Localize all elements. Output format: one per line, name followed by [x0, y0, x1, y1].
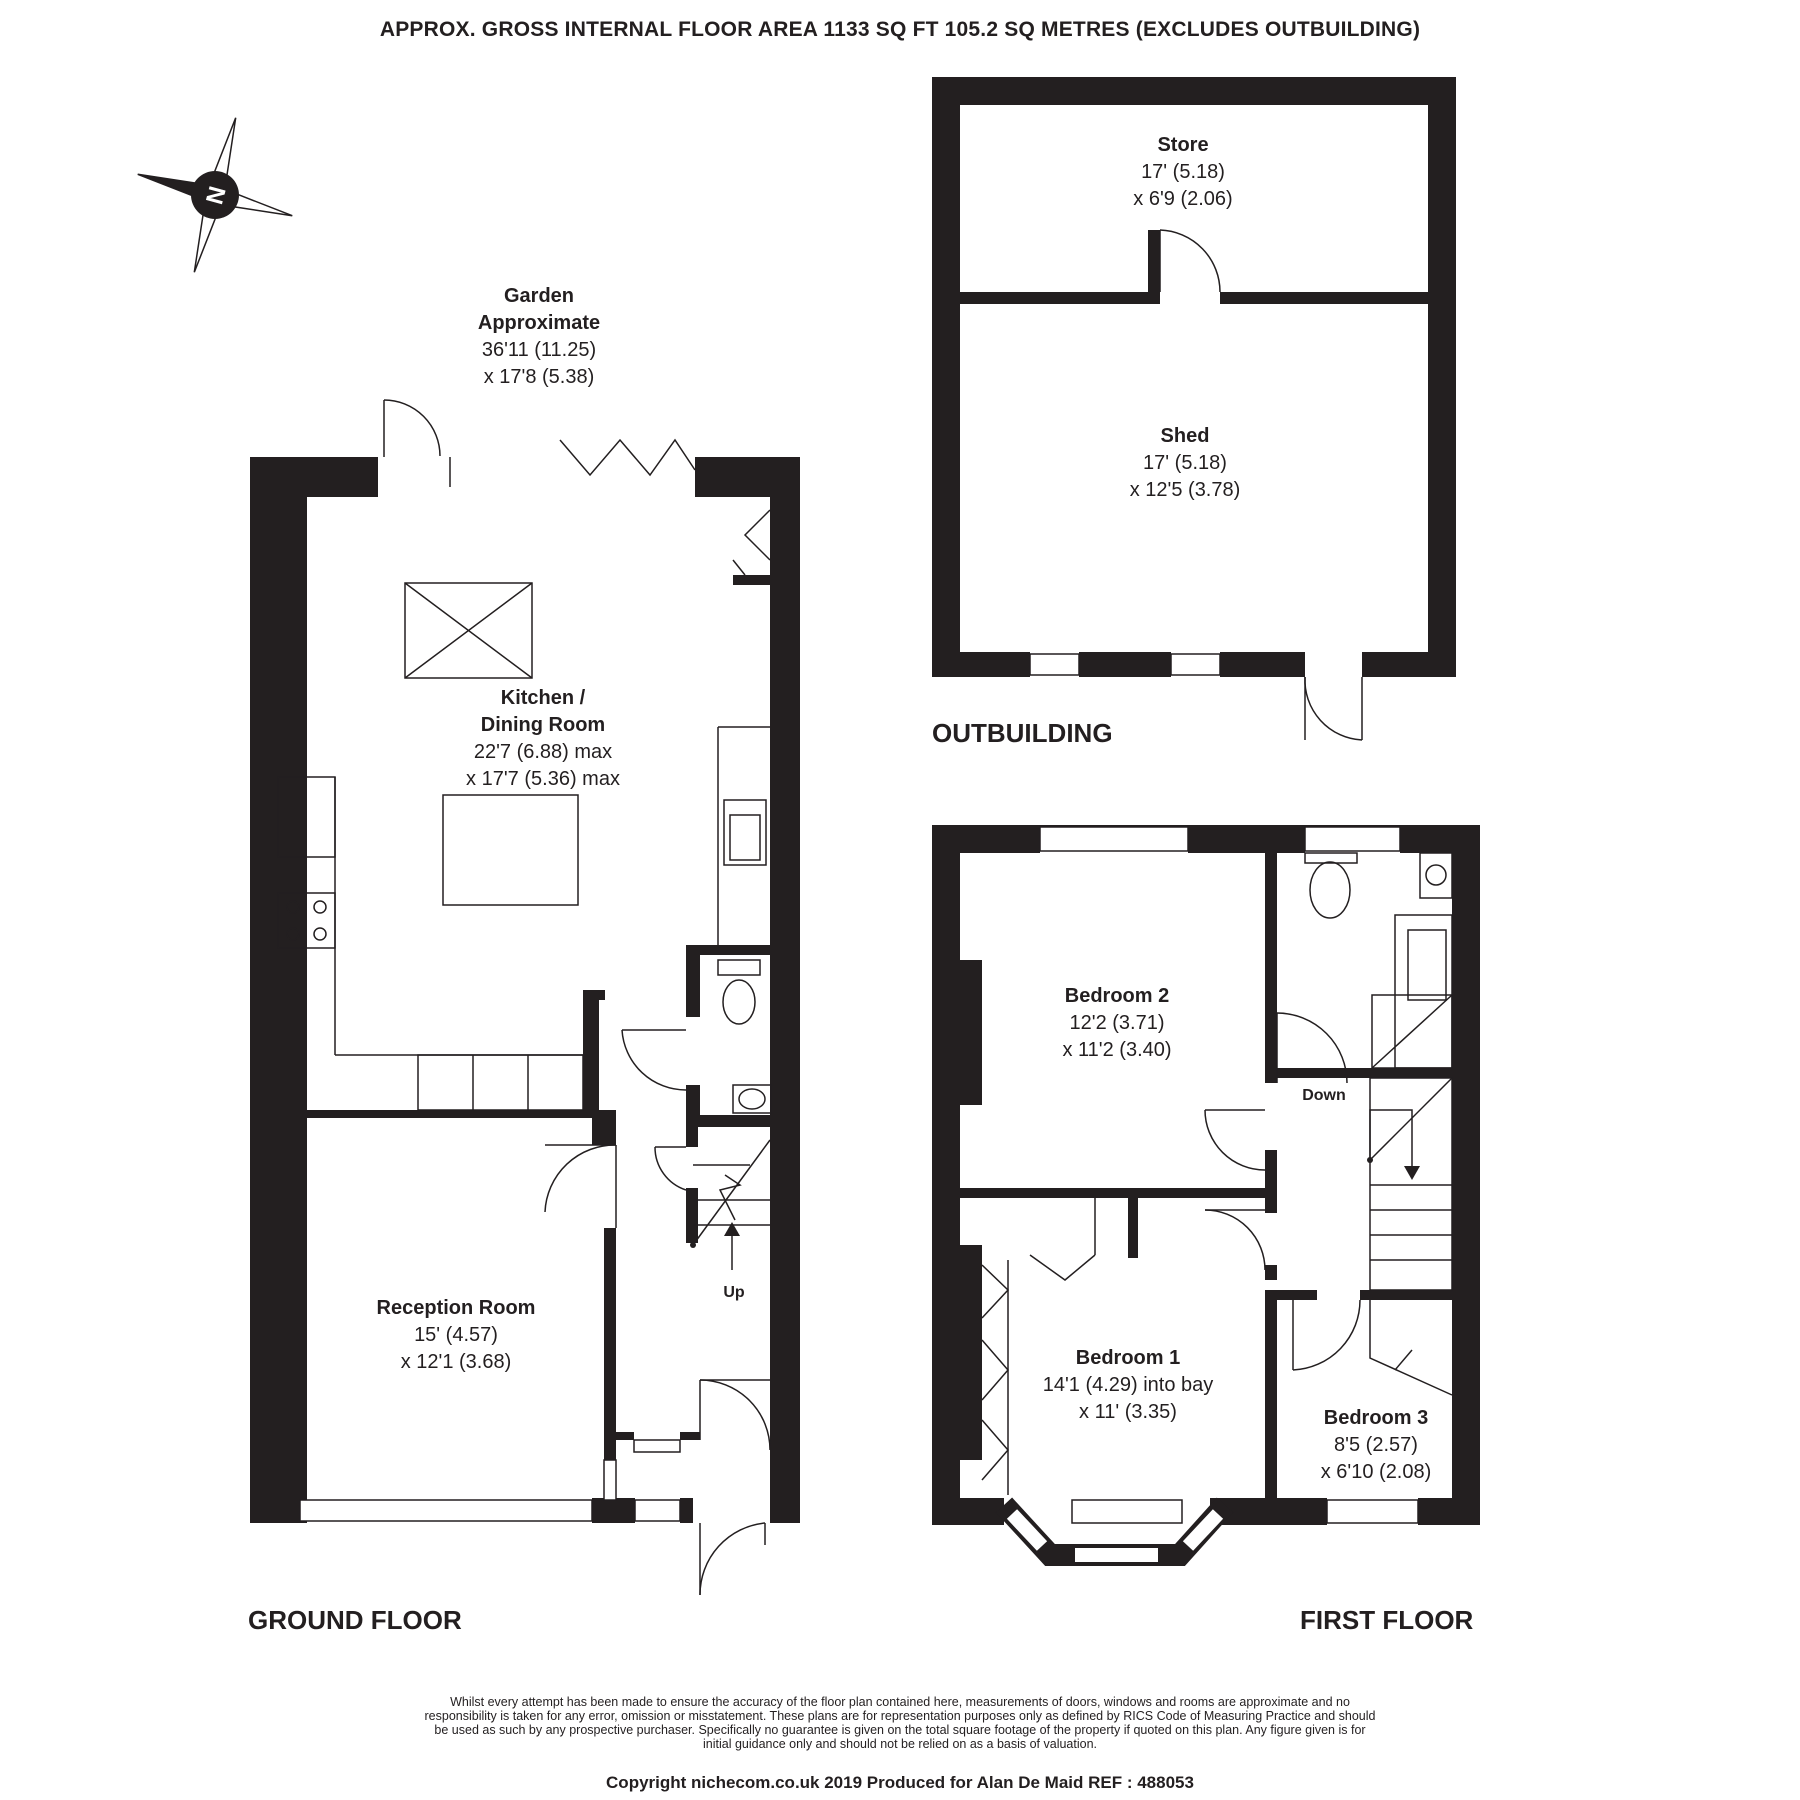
room-dimension: 17' (5.18) — [1143, 452, 1227, 474]
room-label-bedroom-3: Bedroom 3 8'5 (2.57) x 6'10 (2.08) — [1321, 1405, 1432, 1486]
room-dimension: 15' (4.57) — [414, 1324, 498, 1346]
ground-floor-walls — [250, 457, 800, 1523]
outbuilding-walls — [932, 77, 1456, 677]
first-floor-label: FIRST FLOOR — [1300, 1605, 1474, 1635]
room-dimension: 8'5 (2.57) — [1334, 1434, 1418, 1456]
room-label-bedroom-2: Bedroom 2 12'2 (3.71) x 11'2 (3.40) — [1062, 983, 1171, 1064]
room-dimension: 14'1 (4.29) into bay — [1042, 1374, 1214, 1396]
room-dimension: x 12'5 (3.78) — [1129, 479, 1241, 501]
room-name: Bedroom 2 — [1064, 985, 1170, 1007]
room-name: Store — [1157, 134, 1209, 156]
room-dimension: 17' (5.18) — [1141, 161, 1225, 183]
room-name: Reception Room — [376, 1297, 536, 1319]
room-dimension: 22'7 (6.88) max — [473, 741, 613, 763]
room-dimension: x 17'8 (5.38) — [483, 366, 595, 388]
stairs-up-label: Up — [723, 1284, 745, 1301]
floor-area-title: APPROX. GROSS INTERNAL FLOOR AREA 1133 S… — [379, 18, 1421, 41]
room-name: Garden — [503, 285, 575, 307]
compass-north-icon: N — [137, 117, 293, 273]
room-dimension: x 11'2 (3.40) — [1062, 1039, 1172, 1061]
ground-floor-label: GROUND FLOOR — [248, 1605, 462, 1635]
room-dimension: x 6'10 (2.08) — [1320, 1461, 1432, 1483]
fixtures — [277, 229, 1453, 1596]
room-name: Kitchen / — [500, 687, 586, 709]
windows — [299, 653, 1419, 1524]
room-label-store: Store 17' (5.18) x 6'9 (2.06) — [1133, 132, 1232, 213]
room-name: Bedroom 1 — [1075, 1347, 1181, 1369]
room-label-shed: Shed 17' (5.18) x 12'5 (3.78) — [1130, 423, 1241, 504]
up-arrow-icon — [724, 1222, 740, 1236]
room-name-line2: Dining Room — [480, 714, 606, 736]
room-dimension: x 6'9 (2.06) — [1133, 188, 1233, 210]
disclaimer-text: Whilst every attempt has been made to en… — [424, 1695, 1376, 1751]
stair-arrows — [690, 1157, 1420, 1248]
copyright-text: Copyright nichecom.co.uk 2019 Produced f… — [606, 1773, 1194, 1792]
first-floor-walls — [932, 825, 1480, 1525]
room-name: Shed — [1160, 425, 1210, 447]
bay-window-glass — [1006, 1509, 1224, 1562]
room-name-line2: Approximate — [477, 312, 601, 334]
room-label-kitchen: Kitchen / Dining Room 22'7 (6.88) max x … — [466, 685, 620, 793]
room-label-bedroom-1: Bedroom 1 14'1 (4.29) into bay x 11' (3.… — [1043, 1345, 1214, 1426]
compass-letter: N — [201, 184, 232, 208]
room-label-garden: Garden Approximate 36'11 (11.25) x 17'8 … — [478, 283, 600, 391]
outbuilding-label: OUTBUILDING — [932, 718, 1113, 748]
room-name: Bedroom 3 — [1323, 1407, 1429, 1429]
room-dimension: x 12'1 (3.68) — [400, 1351, 512, 1373]
room-label-reception: Reception Room 15' (4.57) x 12'1 (3.68) — [377, 1295, 536, 1376]
room-dimension: x 17'7 (5.36) max — [466, 768, 620, 790]
down-arrow-icon — [1404, 1166, 1420, 1180]
room-dimension: x 11' (3.35) — [1079, 1401, 1177, 1423]
stairs-down-label: Down — [1302, 1087, 1346, 1104]
room-dimension: 12'2 (3.71) — [1069, 1012, 1165, 1034]
room-dimension: 36'11 (11.25) — [481, 339, 597, 361]
